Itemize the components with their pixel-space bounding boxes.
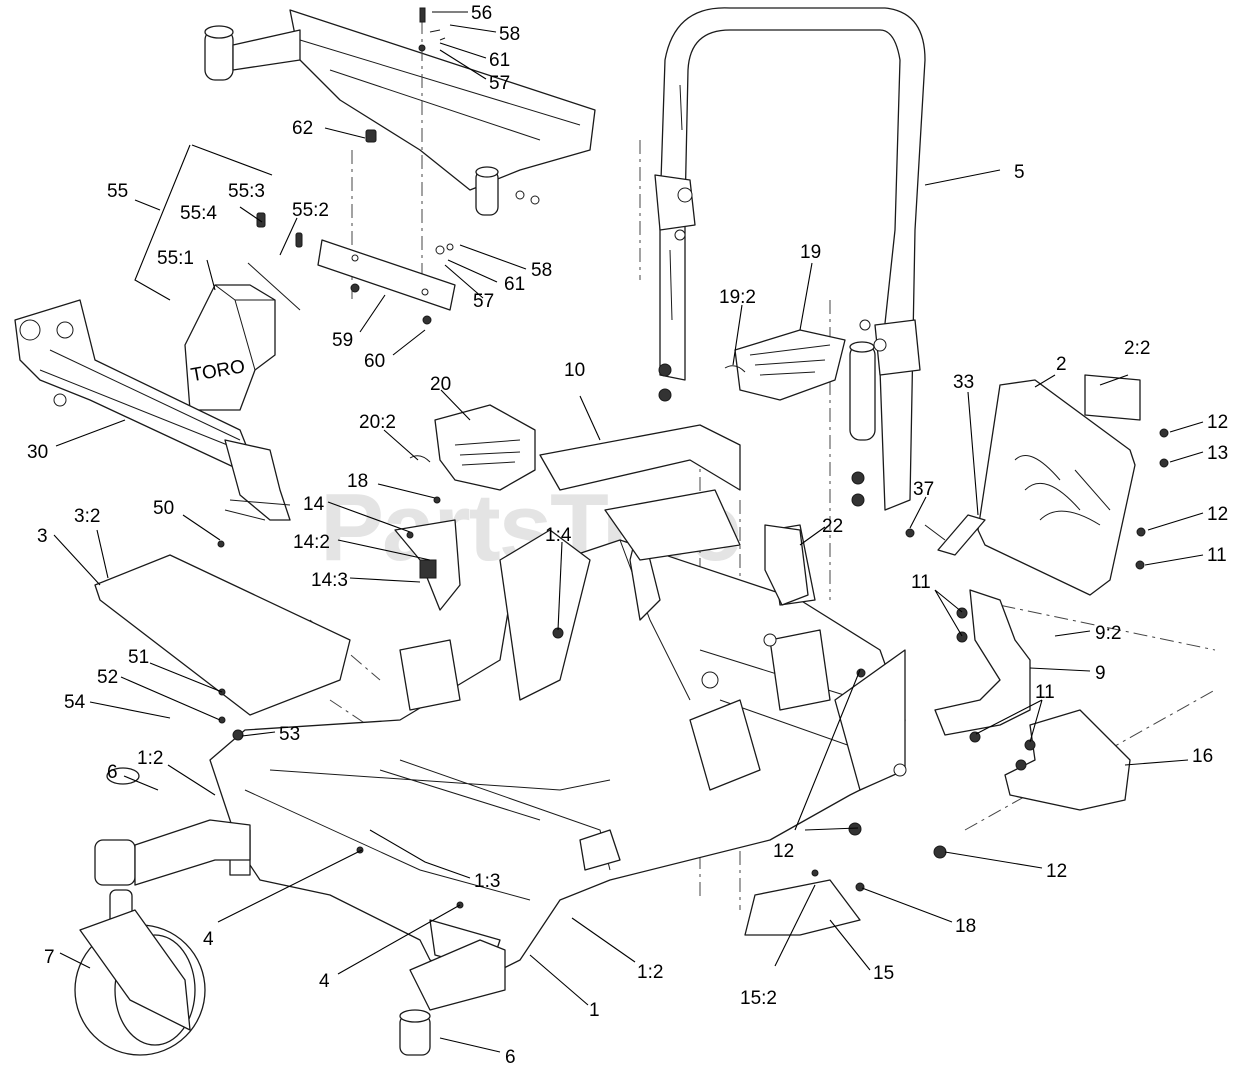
callout-9: 9 [1095,663,1106,684]
weight-bracket [317,239,456,311]
callout-1-2-a: 1:2 [137,748,163,769]
callout-12-a: 12 [1207,412,1228,433]
callout-18-a: 18 [347,471,368,492]
callout-62: 62 [292,118,313,139]
callout-11-b: 11 [911,572,931,593]
callout-55: 55 [107,181,128,202]
callout-20: 20 [430,374,451,395]
tray [539,424,741,491]
callout-37: 37 [913,479,934,500]
callout-20-2: 20:2 [359,412,396,433]
callout-6-a: 6 [107,762,118,783]
callout-55-1: 55:1 [157,248,194,269]
callout-58-b: 58 [531,260,552,281]
callout-51: 51 [128,647,149,668]
callout-12-b: 12 [1207,504,1228,525]
callout-3: 3 [37,526,48,547]
callout-55-2: 55:2 [292,200,329,221]
callout-55-4: 55:4 [180,203,217,224]
callout-4-b: 4 [319,971,330,992]
callout-2-2: 2:2 [1124,338,1150,359]
control-pan [434,404,536,491]
callout-30: 30 [27,442,48,463]
callout-13: 13 [1207,443,1228,464]
callout-1: 1 [589,1000,600,1021]
callouts: 56 58 61 57 62 55 55:3 55:4 55:2 55:1 58… [27,3,1228,1068]
mount-bracket [934,589,1031,736]
callout-14-3: 14:3 [311,570,348,591]
fasteners [217,428,1169,909]
control-arm [14,299,291,521]
callout-61-b: 61 [504,274,525,295]
seat-belt-bracket [734,329,846,401]
callout-12-d: 12 [1046,861,1067,882]
callout-1-2-b: 1:2 [637,962,663,983]
leader-lines [53,11,1204,1053]
shield [1004,709,1131,811]
callout-57-b: 57 [473,291,494,312]
callout-1-4: 1:4 [545,525,572,546]
callout-3-2: 3:2 [74,506,100,527]
callout-19-2: 19:2 [719,287,756,308]
callout-18-b: 18 [955,916,976,937]
callout-1-3: 1:3 [474,871,500,892]
callout-53: 53 [279,724,300,745]
callout-12-c: 12 [773,841,794,862]
callout-9-2: 9:2 [1095,623,1121,644]
caster-wheel [74,767,506,1056]
callout-55-3: 55:3 [228,181,265,202]
callout-61: 61 [489,50,510,71]
callout-22: 22 [822,516,843,537]
callout-14-2: 14:2 [293,532,330,553]
callout-15-2: 15:2 [740,988,777,1009]
callout-19: 19 [800,242,821,263]
callout-5: 5 [1014,162,1025,183]
callout-33: 33 [953,372,974,393]
callout-11-a: 11 [1207,545,1227,566]
callout-60: 60 [364,351,385,372]
panel-bracket [764,524,809,606]
weight-kit: TORO [184,212,303,411]
callout-14: 14 [303,494,325,515]
side-guard [977,374,1141,596]
callout-58: 58 [499,24,520,45]
callout-2: 2 [1056,354,1067,375]
strap [937,514,986,556]
foot-plate [94,554,351,716]
callout-15: 15 [873,963,894,984]
callout-54: 54 [64,692,86,713]
rops-bar [654,7,926,511]
callout-56: 56 [471,3,492,24]
callout-50: 50 [153,498,174,519]
callout-6-b: 6 [505,1047,516,1068]
callout-10: 10 [564,360,585,381]
callout-7: 7 [44,947,55,968]
callout-57: 57 [489,73,510,94]
upper-frame-assembly [204,9,596,216]
bottom-plate [744,879,861,936]
callout-11-c: 11 [1035,682,1055,703]
callout-4-a: 4 [203,929,214,950]
callout-52: 52 [97,667,118,688]
callout-59: 59 [332,330,353,351]
callout-16: 16 [1192,746,1213,767]
